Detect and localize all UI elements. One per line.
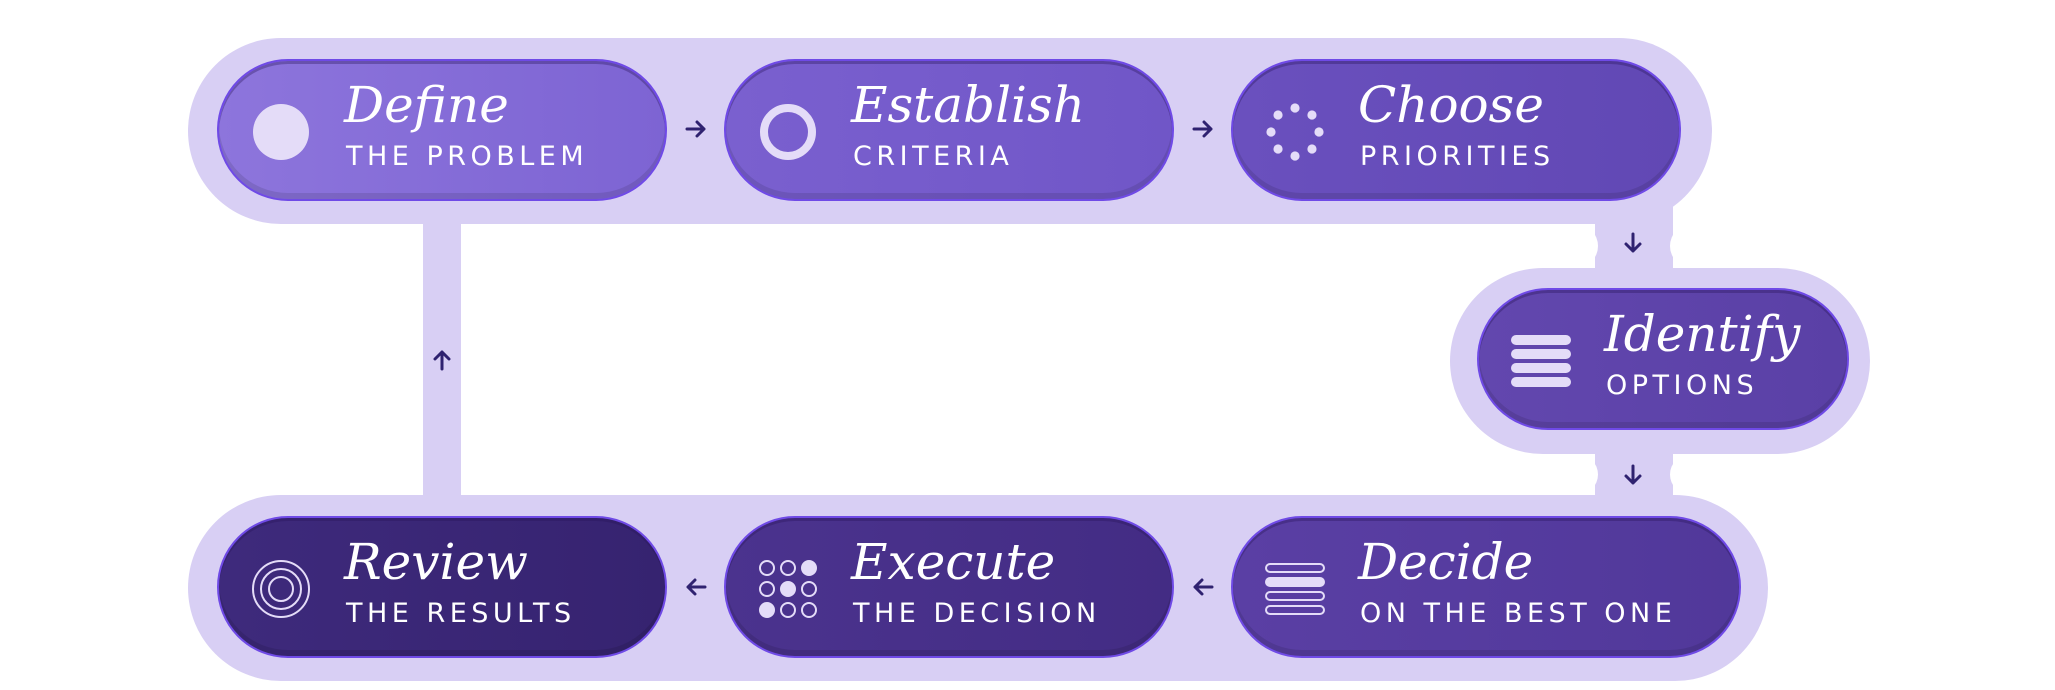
- step-decide: Decide ON THE BEST ONE: [1231, 516, 1741, 658]
- step-subtitle: OPTIONS: [1606, 370, 1759, 401]
- dot-grid-icon: [758, 559, 818, 619]
- step-execute: Execute THE DECISION: [724, 516, 1174, 658]
- dotted-circle-dot: [1273, 110, 1283, 120]
- arrow-left-icon: [683, 574, 709, 600]
- ring-icon: [758, 102, 818, 162]
- arrow-right-icon: [683, 116, 709, 142]
- step-choose: Choose PRIORITIES: [1231, 59, 1681, 201]
- step-review: Review THE RESULTS: [217, 516, 667, 658]
- step-subtitle: PRIORITIES: [1360, 141, 1555, 172]
- step-title: Choose: [1358, 76, 1544, 134]
- dotted-circle-dot: [1290, 151, 1300, 161]
- dotted-circle-dot: [1290, 103, 1300, 113]
- step-subtitle: THE RESULTS: [346, 598, 576, 629]
- filled-circle-icon: [251, 102, 311, 162]
- step-subtitle: ON THE BEST ONE: [1360, 598, 1677, 629]
- arrow-down-icon: [1620, 230, 1646, 256]
- step-title: Review: [344, 533, 528, 591]
- dotted-circle-dot: [1266, 127, 1276, 137]
- outlined-bars-icon: [1265, 559, 1325, 619]
- step-establish: Establish CRITERIA: [724, 59, 1174, 201]
- step-title: Identify: [1604, 305, 1801, 363]
- arrow-down-icon: [1620, 462, 1646, 488]
- step-title: Define: [344, 76, 509, 134]
- step-subtitle: THE PROBLEM: [346, 141, 589, 172]
- arrow-up-icon: [429, 347, 455, 373]
- step-title: Execute: [851, 533, 1056, 591]
- step-define: Define THE PROBLEM: [217, 59, 667, 201]
- step-subtitle: CRITERIA: [853, 141, 1014, 172]
- dotted-circle-dot: [1307, 110, 1317, 120]
- concentric-circles-icon: [251, 559, 311, 619]
- step-subtitle: THE DECISION: [853, 598, 1101, 629]
- step-title: Decide: [1358, 533, 1534, 591]
- arrow-left-icon: [1190, 574, 1216, 600]
- dotted-circle-dot: [1307, 144, 1317, 154]
- dotted-circle-dot: [1314, 127, 1324, 137]
- step-identify: Identify OPTIONS: [1477, 288, 1849, 430]
- dotted-circle-icon: [1265, 102, 1325, 162]
- dotted-circle-dot: [1273, 144, 1283, 154]
- step-title: Establish: [851, 76, 1085, 134]
- stacked-bars-icon: [1511, 331, 1571, 391]
- arrow-right-icon: [1190, 116, 1216, 142]
